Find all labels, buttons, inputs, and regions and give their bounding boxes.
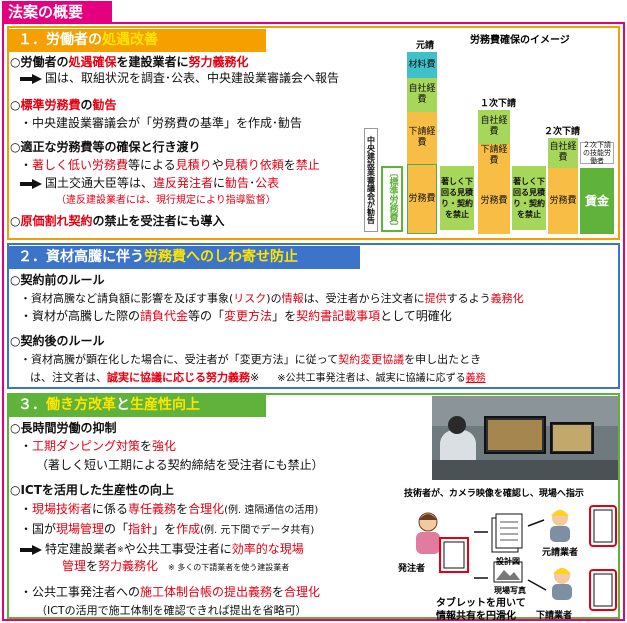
label-ichiji: １次下請: [480, 99, 517, 109]
diagram-title: 労務費確保のイメージ: [470, 35, 570, 46]
section-2-header: ２．資材高騰に伴う労務費へのしわ寄せ防止: [8, 246, 360, 269]
s3-line-6: ・国が現場管理の「指針」を作成(例. 元下間でデータ共有): [20, 522, 315, 536]
arrow-right-icon: [20, 544, 42, 555]
label-motouke: 元請: [416, 41, 435, 51]
ichiji-labor-cost: 労務費: [478, 168, 510, 234]
standard-labor-cost: 〔標準労務費〕: [381, 166, 403, 232]
motouke-labor-cost: 労務費: [407, 164, 437, 234]
s3-line-10: （ICTの活用で施工体制を確認できれば提出を省略可）: [36, 604, 307, 617]
tablet-note-2: 情報共有を円滑化: [436, 611, 516, 622]
label-site-photo: 現場写真: [494, 586, 526, 595]
label-prime-contractor: 元請業者: [542, 548, 579, 558]
s2-line-1: ○契約前のルール: [10, 273, 105, 287]
section-2: [7, 243, 620, 389]
section-3: [7, 393, 620, 619]
s1-line-1: ○労働者の処遇確保を建設業者に努力義務化: [10, 55, 249, 69]
label-subcontractor: 下請業者: [536, 611, 573, 621]
section-1-header: １．労働者の処遇改善: [8, 29, 266, 52]
phone-icon: [589, 569, 617, 611]
client-person-icon: [416, 512, 440, 554]
section-1: [7, 26, 620, 240]
s1-line-7: 国土交通大臣等は、違反発注者に勧告･公表: [20, 176, 279, 191]
subcontractor-icon: [552, 568, 572, 600]
s1-line-4: ・中央建設業審議会が「労務費の基準」を作成･勧告: [20, 116, 303, 130]
s2-line-6: は、注文者は、誠実に協議に応じる努力義務※※公共工事発注者は、誠実に協議に応ずる…: [30, 371, 486, 384]
arrow-box-1: 著しく下回る見積り・契約を禁止: [440, 166, 474, 230]
phone-icon: [589, 505, 617, 547]
s3-line-4: ○ICTを活用した生産性の向上: [10, 483, 174, 497]
niji-note: ２次下請の技能労働者: [580, 141, 614, 165]
s2-line-5: ・資材高騰が顕在化した場合に、受注者が「変更方法」に従って契約変更協議を申し出た…: [20, 353, 482, 366]
section-3-header: ３．働き方改革と生産性向上: [8, 394, 266, 417]
s1-line-5: ○適正な労務費等の確保と行き渡り: [10, 140, 201, 154]
motouke-material-cost: 材料費: [407, 52, 437, 78]
label-client: 発注者: [398, 564, 426, 574]
ict-illustration: [416, 505, 617, 611]
document-icon: [491, 513, 523, 553]
s3-line-8: 管理を努力義務化※ 多くの下請業者を使う建設業者: [62, 559, 290, 573]
s3-line-7: 特定建設業者※や公共工事受注者に効率的な現場: [20, 542, 304, 557]
s1-line-8: （違反建設業者には、現行規定により指導監督）: [56, 195, 276, 206]
prime-contractor-icon: [550, 510, 570, 542]
s2-line-3: ・資材が高騰した際の請負代金等の「変更方法」を契約書記載事項として明確化: [20, 309, 452, 323]
s3-line-3: （著しく短い工期による契約締結を受注者にも禁止）: [36, 458, 324, 472]
s1-line-2: 国は、取組状況を調査･公表、中央建設業審議会へ報告: [20, 71, 339, 86]
label-niji: ２次下請: [544, 127, 581, 137]
photo-icon: [493, 561, 523, 583]
s2-line-4: ○契約後のルール: [10, 334, 105, 348]
s1-line-9: ○原価割れ契約の禁止を受注者にも導入: [10, 214, 225, 228]
page-title: 法案の概要: [2, 1, 112, 23]
niji-own-cost: 自社経費: [548, 138, 578, 168]
s3-line-2: ・工期ダンピング対策を強化: [20, 439, 177, 453]
photo-caption: 技術者が、カメラ映像を確認し、現場へ指示: [404, 489, 584, 499]
tablet-note-1: タブレットを用いて: [436, 598, 526, 609]
s3-line-1: ○長時間労働の抑制: [10, 421, 117, 435]
outer-frame: [2, 22, 625, 621]
s1-line-6: ・著しく低い労務費等による見積りや見積り依頼を禁止: [20, 158, 320, 172]
s1-line-3: ○標準労務費の勧告: [10, 98, 117, 112]
motouke-sub-cost: 下請経費: [407, 112, 437, 164]
ichiji-own-cost: 自社経費: [478, 110, 510, 144]
motouke-own-cost: 自社経費: [407, 78, 437, 112]
arrow-right-icon: [20, 178, 42, 189]
tablet-icon: [439, 537, 469, 573]
ichiji-sub-cost: 下請経費: [478, 144, 510, 168]
s3-line-5: ・現場技術者に係る専任義務を合理化(例. 遠隔通信の活用): [20, 502, 319, 516]
arrow-box-2: 著しく下回る見積り・契約を禁止: [512, 166, 546, 230]
wage-box: 賃金: [580, 168, 614, 234]
label-design-drawing: 設計図: [496, 557, 520, 566]
arrow-right-icon: [20, 73, 42, 84]
s3-line-9: ・公共工事発注者への施工体制台帳の提出義務を合理化: [20, 585, 321, 599]
shingikai-label: 中央建設業審議会が勧告: [364, 128, 378, 232]
s2-line-2: ・資材高騰など請負額に影響を及ぼす事象(リスク)の情報は、受注者から注文者に提供…: [20, 292, 524, 305]
remote-monitoring-photo: [432, 396, 618, 480]
niji-labor-cost: 労務費: [548, 168, 578, 234]
